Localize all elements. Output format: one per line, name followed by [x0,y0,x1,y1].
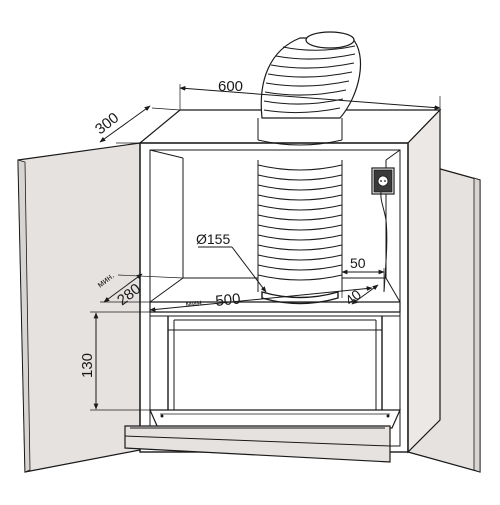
dim-155-label: Ø155 [196,231,230,247]
dimension-duct-diameter: Ø155 [196,231,267,293]
dimension-height-130: 130 [79,311,168,411]
dimension-width-600: 600 [179,78,441,110]
power-socket-icon [371,167,395,293]
dim-300-label: 300 [92,109,122,138]
dimension-width-500: мин. 500 [149,286,373,312]
dimension-offset-50: 50 [341,255,385,298]
left-door [17,142,141,473]
dim-600-label: 600 [218,78,243,95]
dim-500-label: 500 [215,290,242,310]
dim-50-label: 50 [350,255,366,271]
dim-500-min-label: мин. [185,297,205,309]
hood-unit [124,316,401,463]
dim-130-label: 130 [79,353,96,378]
